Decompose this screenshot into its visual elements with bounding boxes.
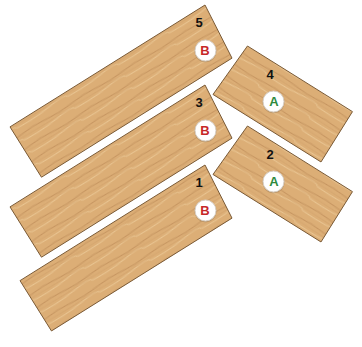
plank-number: 4 [266, 68, 273, 81]
plank-outline [20, 165, 232, 331]
floor-plank: 2A [213, 126, 352, 242]
plank-outline [213, 126, 352, 242]
pattern-letter: A [269, 175, 278, 188]
pattern-badge: A [262, 170, 285, 193]
plank-number: 5 [195, 16, 202, 29]
pattern-badge: B [194, 39, 217, 62]
plank-shape [20, 165, 232, 331]
pattern-badge: A [262, 90, 285, 113]
pattern-badge: B [194, 199, 217, 222]
pattern-letter: B [200, 44, 209, 57]
pattern-letter: B [200, 204, 209, 217]
plank-number: 3 [195, 96, 202, 109]
pattern-letter: B [200, 124, 209, 137]
pattern-letter: A [269, 95, 278, 108]
floor-plank: 1B [20, 165, 232, 331]
plank-number: 2 [266, 148, 273, 161]
pattern-badge: B [194, 119, 217, 142]
plank-number: 1 [195, 176, 202, 189]
